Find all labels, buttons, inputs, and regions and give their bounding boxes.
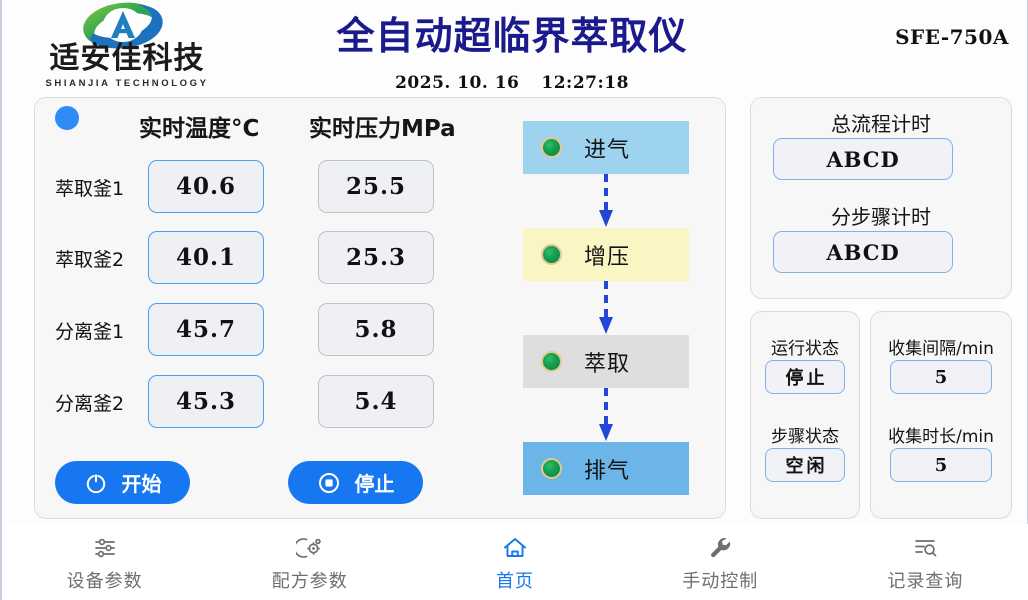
readings-panel: 实时温度°C 实时压力MPa 萃取釜1 40.6 25.5 萃取釜2 40.1 … bbox=[34, 97, 726, 519]
stop-button[interactable]: 停止 bbox=[288, 461, 423, 504]
nav-item-manual-control[interactable]: 手动控制 bbox=[618, 524, 823, 600]
flow-step-extraction[interactable]: 萃取 bbox=[523, 335, 689, 388]
flow-step-label: 萃取 bbox=[584, 351, 631, 377]
home-icon bbox=[501, 534, 529, 562]
sliders-icon bbox=[91, 534, 119, 562]
flow-step-label: 排气 bbox=[584, 458, 631, 484]
connection-status-dot-icon bbox=[55, 106, 79, 130]
nav-label: 首页 bbox=[496, 571, 534, 592]
temperature-value-extraction-vessel-1[interactable]: 40.6 bbox=[148, 160, 264, 213]
temperature-value-separation-vessel-2[interactable]: 45.3 bbox=[148, 375, 264, 428]
process-flow-diagram: 进气 增压 萃取 bbox=[523, 121, 689, 501]
list-search-icon bbox=[911, 534, 939, 562]
model-number: SFE-750A bbox=[895, 25, 1009, 49]
nav-item-record-query[interactable]: 记录查询 bbox=[823, 524, 1028, 600]
page-title: 全自动超临界萃取仪 bbox=[336, 13, 688, 58]
step-status-label: 步骤状态 bbox=[771, 427, 839, 447]
nav-item-home[interactable]: 首页 bbox=[412, 524, 617, 600]
pressure-value-extraction-vessel-2[interactable]: 25.3 bbox=[318, 231, 434, 284]
row-label-separation-vessel-2: 分离釜2 bbox=[55, 393, 125, 415]
nav-item-device-parameters[interactable]: 设备参数 bbox=[2, 524, 207, 600]
pressure-value-separation-vessel-1[interactable]: 5.8 bbox=[318, 303, 434, 356]
status-led-icon bbox=[541, 351, 562, 372]
start-button[interactable]: 开始 bbox=[55, 461, 190, 504]
row-label-separation-vessel-1: 分离釜1 bbox=[55, 321, 125, 343]
bottom-navigation: 设备参数 配方参数 bbox=[2, 524, 1028, 600]
recipe-gear-icon bbox=[295, 534, 324, 562]
pressure-value-separation-vessel-2[interactable]: 5.4 bbox=[318, 375, 434, 428]
nav-label: 手动控制 bbox=[682, 571, 759, 592]
pressure-value-extraction-vessel-1[interactable]: 25.5 bbox=[318, 160, 434, 213]
column-header-temperature: 实时温度°C bbox=[139, 116, 260, 142]
flow-step-label: 增压 bbox=[584, 244, 631, 270]
swoosh-a-logo-icon bbox=[70, 2, 176, 50]
start-button-label: 开始 bbox=[121, 472, 162, 496]
nav-label: 配方参数 bbox=[271, 571, 348, 592]
flow-arrow-1-icon bbox=[598, 174, 614, 228]
logo-company-name-cn: 适安佳科技 bbox=[49, 41, 205, 76]
datetime-display: 2025. 10. 16 12:27:18 bbox=[302, 73, 722, 93]
row-label-extraction-vessel-1: 萃取釜1 bbox=[55, 178, 125, 200]
step-status-value[interactable]: 空闲 bbox=[765, 448, 845, 482]
step-timer-label: 分步骤计时 bbox=[831, 205, 931, 229]
stop-circle-icon bbox=[317, 471, 341, 495]
total-process-timer-label: 总流程计时 bbox=[831, 112, 931, 136]
company-logo: 适安佳科技 SHIANJIA TECHNOLOGY bbox=[32, 2, 222, 90]
status-led-icon bbox=[541, 137, 562, 158]
collect-interval-value[interactable]: 5 bbox=[890, 360, 992, 394]
step-timer-value[interactable]: ABCD bbox=[773, 231, 953, 273]
flow-step-pressurize[interactable]: 增压 bbox=[523, 228, 689, 281]
flow-arrow-2-icon bbox=[598, 281, 614, 335]
collect-duration-label: 收集时长/min bbox=[888, 427, 994, 447]
row-label-extraction-vessel-2: 萃取釜2 bbox=[55, 249, 125, 271]
status-panel: 运行状态 停止 步骤状态 空闲 bbox=[750, 311, 860, 519]
run-status-label: 运行状态 bbox=[771, 339, 839, 359]
collection-settings-panel: 收集间隔/min 5 收集时长/min 5 bbox=[870, 311, 1012, 519]
total-process-timer-value[interactable]: ABCD bbox=[773, 138, 953, 180]
nav-item-recipe-parameters[interactable]: 配方参数 bbox=[207, 524, 412, 600]
flow-step-exhaust[interactable]: 排气 bbox=[523, 442, 689, 495]
status-led-icon bbox=[541, 244, 562, 265]
logo-company-name-en: SHIANJIA TECHNOLOGY bbox=[45, 78, 209, 89]
collect-interval-label: 收集间隔/min bbox=[888, 339, 994, 359]
column-header-pressure: 实时压力MPa bbox=[309, 116, 456, 142]
time-text: 12:27:18 bbox=[541, 73, 629, 93]
nav-label: 记录查询 bbox=[887, 571, 964, 592]
timers-panel: 总流程计时 ABCD 分步骤计时 ABCD bbox=[750, 97, 1012, 299]
status-led-icon bbox=[541, 458, 562, 479]
flow-step-intake[interactable]: 进气 bbox=[523, 121, 689, 174]
temperature-value-extraction-vessel-2[interactable]: 40.1 bbox=[148, 231, 264, 284]
date-text: 2025. 10. 16 bbox=[395, 73, 520, 93]
flow-arrow-3-icon bbox=[598, 388, 614, 442]
stop-button-label: 停止 bbox=[354, 472, 395, 496]
collect-duration-value[interactable]: 5 bbox=[890, 448, 992, 482]
nav-label: 设备参数 bbox=[66, 571, 143, 592]
wrench-icon bbox=[706, 534, 734, 562]
flow-step-label: 进气 bbox=[584, 137, 631, 163]
temperature-value-separation-vessel-1[interactable]: 45.7 bbox=[148, 303, 264, 356]
power-icon bbox=[84, 471, 108, 495]
header: 适安佳科技 SHIANJIA TECHNOLOGY 全自动超临界萃取仪 2025… bbox=[2, 0, 1028, 93]
run-status-value[interactable]: 停止 bbox=[765, 360, 845, 394]
